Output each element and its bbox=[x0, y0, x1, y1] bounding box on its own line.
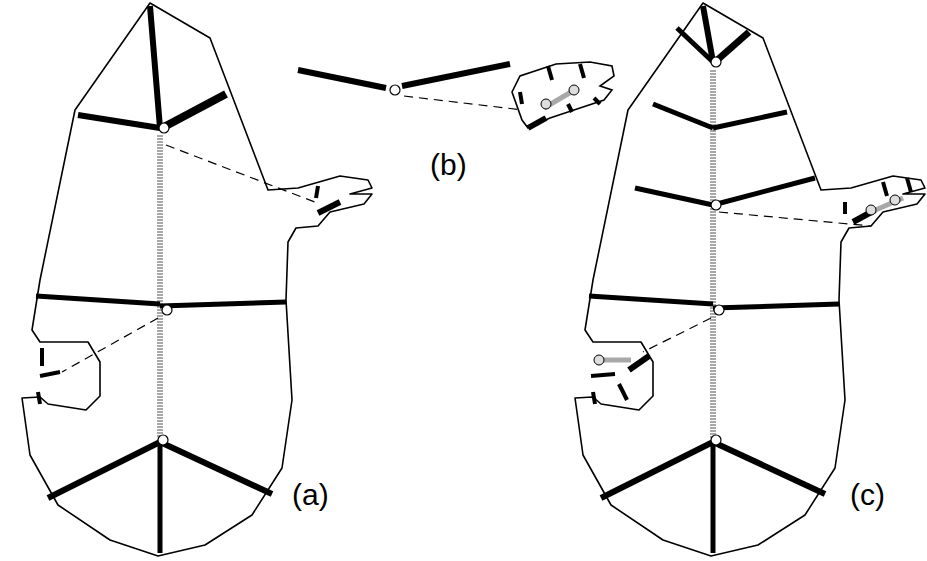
hand-a bbox=[22, 3, 372, 556]
finger-b bbox=[298, 62, 614, 128]
figure-label: (a) bbox=[292, 480, 329, 510]
figure-label: (c) bbox=[850, 480, 885, 510]
hand-c bbox=[575, 3, 925, 556]
figure-label: (b) bbox=[430, 150, 467, 180]
